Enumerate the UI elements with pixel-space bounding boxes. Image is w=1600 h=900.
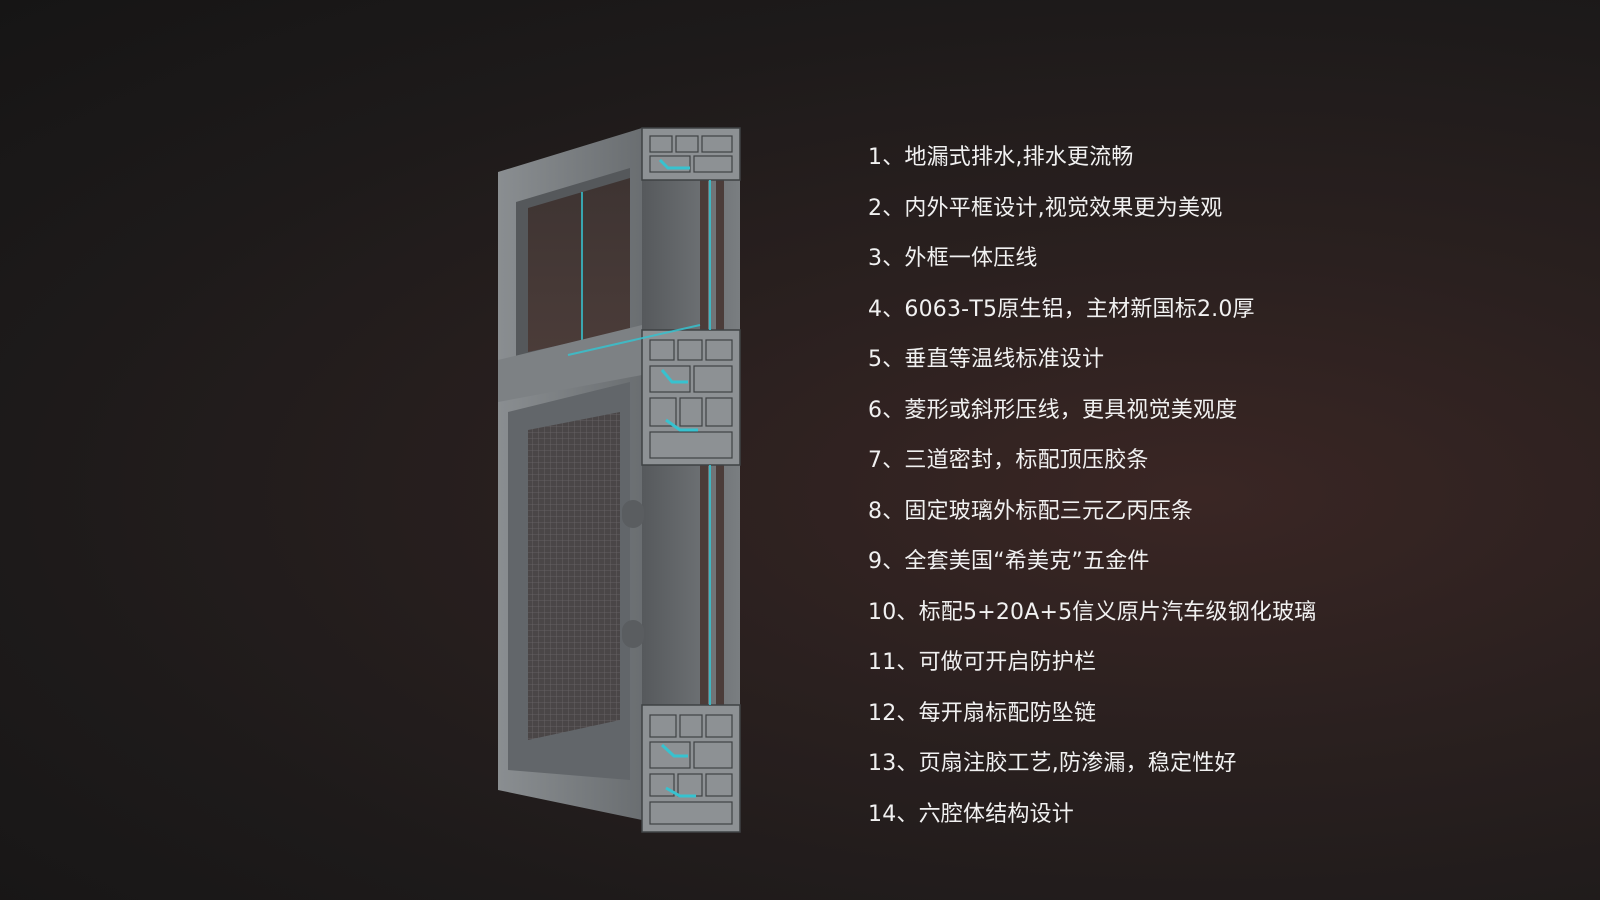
feature-item: 10、标配5+20A+5信义原片汽车级钢化玻璃 [868,599,1317,625]
feature-item: 2、内外平框设计,视觉效果更为美观 [868,195,1223,221]
window-profile-illustration [498,127,741,833]
feature-item: 13、页扇注胶工艺,防渗漏，稳定性好 [868,751,1237,776]
outer-frame [498,128,642,820]
feature-item: 1、地漏式排水,排水更流畅 [868,145,1134,170]
feature-item: 14、六腔体结构设计 [868,801,1074,827]
feature-item: 5、垂直等温线标准设计 [868,347,1105,372]
feature-item: 7、三道密封，标配顶压胶条 [868,448,1149,473]
profile-cross-section [567,127,741,833]
feature-item: 6、菱形或斜形压线，更具视觉美观度 [868,397,1238,423]
feature-item: 11、可做可开启防护栏 [868,650,1097,675]
feature-item: 9、全套美国“希美克”五金件 [868,549,1150,574]
feature-item: 12、每开扇标配防坠链 [868,700,1097,726]
feature-item: 4、6063-T5原生铝，主材新国标2.0厚 [868,296,1255,322]
feature-item: 3、外框一体压线 [868,246,1038,271]
feature-item: 8、固定玻璃外标配三元乙丙压条 [868,498,1193,524]
feature-list: 1、地漏式排水,排水更流畅 2、内外平框设计,视觉效果更为美观 3、外框一体压线… [868,140,1317,847]
